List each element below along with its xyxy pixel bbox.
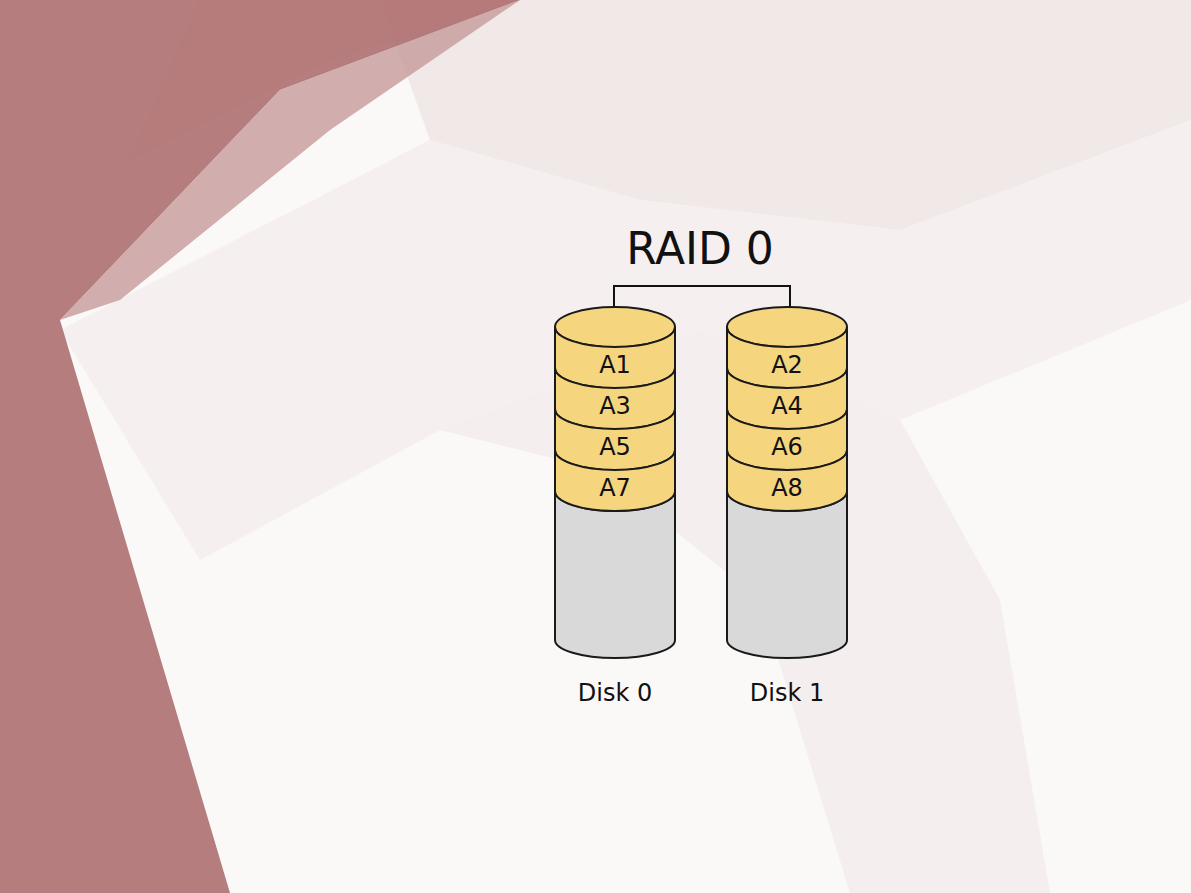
- free-space: [555, 491, 675, 658]
- diagram-title: RAID 0: [500, 222, 900, 276]
- stripe-fill: [727, 450, 847, 511]
- block-label: A7: [555, 468, 675, 509]
- mid-band: [60, 0, 520, 320]
- pale-band: [440, 330, 1050, 893]
- block-label: A2: [727, 345, 847, 386]
- stripe-fill: [555, 409, 675, 470]
- disk-cylinder: A2A4A6A8Disk 1: [727, 307, 847, 658]
- stripe-fill: [555, 368, 675, 429]
- stripe-fill: [727, 327, 847, 388]
- mid-band: [130, 0, 520, 160]
- block-label: A6: [727, 427, 847, 468]
- stripe-fill: [555, 327, 675, 388]
- block-label: A3: [555, 386, 675, 427]
- block-label: A1: [555, 345, 675, 386]
- stripe-block: A2: [727, 327, 847, 388]
- disk-label: Disk 1: [687, 678, 887, 708]
- stripe-fill: [727, 368, 847, 429]
- dark-band: [0, 0, 520, 893]
- block-label: A8: [727, 468, 847, 509]
- free-space: [727, 491, 847, 658]
- stripe-fill: [555, 450, 675, 511]
- stripe-fill: [727, 409, 847, 470]
- block-label: A5: [555, 427, 675, 468]
- stripe-block: A1: [555, 327, 675, 388]
- disk-label: Disk 0: [515, 678, 715, 708]
- disk-cylinder: A1A3A5A7Disk 0: [555, 307, 675, 658]
- block-label: A4: [727, 386, 847, 427]
